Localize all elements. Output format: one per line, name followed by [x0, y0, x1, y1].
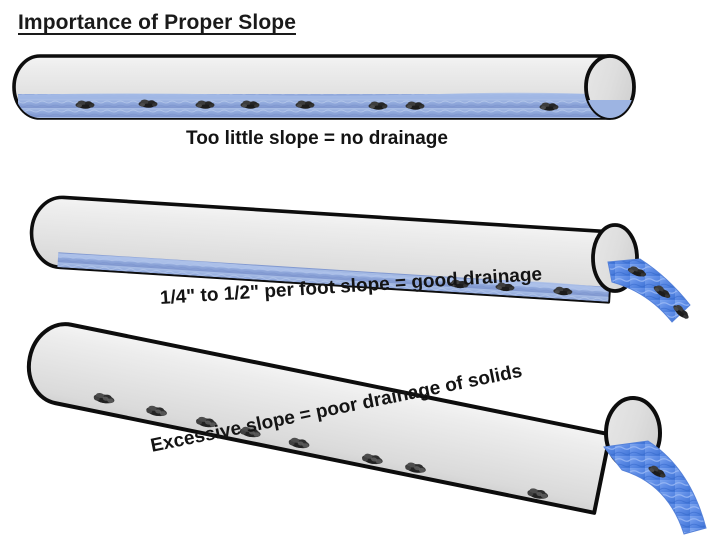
pipe-group-too-little-slope [12, 54, 636, 120]
caption-too-little-slope: Too little slope = no drainage [186, 128, 448, 149]
pipe-group-good-slope [29, 195, 692, 323]
standing-water-1 [18, 92, 610, 118]
flowing-water-2 [57, 252, 613, 302]
end-cap-water-1 [586, 100, 634, 118]
pipe-outline-2 [29, 195, 615, 304]
pipe-group-excessive-slope [26, 322, 707, 535]
outflow-stream-2 [607, 258, 692, 323]
outflow-stream-3 [603, 440, 707, 535]
page-title: Importance of Proper Slope [18, 11, 296, 34]
pipe-outline-3 [26, 322, 613, 515]
